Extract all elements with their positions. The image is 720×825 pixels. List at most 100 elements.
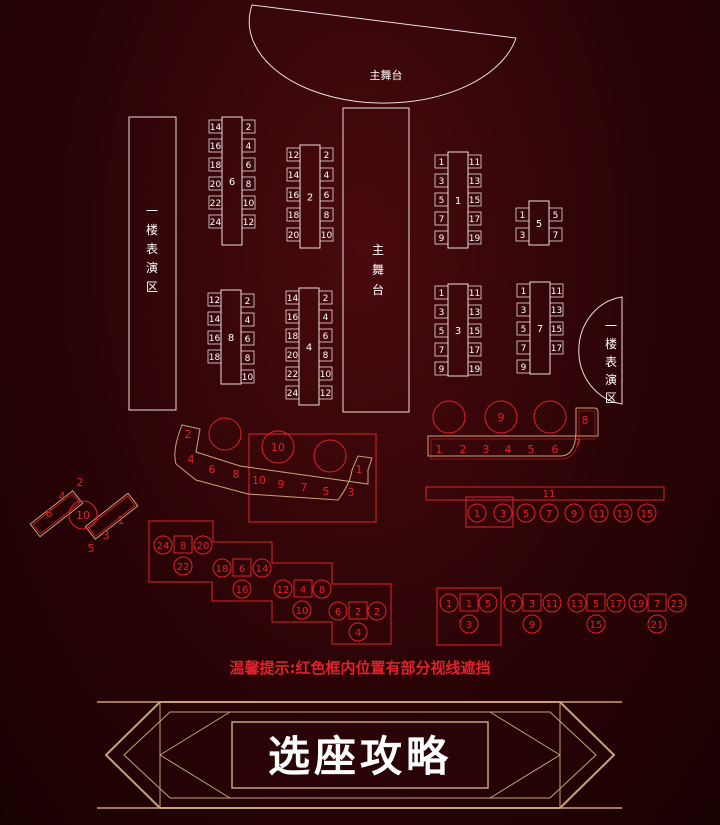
seat[interactable] <box>318 347 333 362</box>
seat[interactable] <box>240 369 255 384</box>
seat[interactable] <box>434 342 449 357</box>
seat[interactable] <box>434 285 449 300</box>
seat[interactable] <box>285 385 300 400</box>
seat[interactable] <box>434 173 449 188</box>
seat[interactable] <box>319 147 334 162</box>
seat[interactable] <box>467 342 482 357</box>
seat[interactable] <box>516 302 531 317</box>
back-seat[interactable] <box>503 593 523 613</box>
seat[interactable] <box>516 359 531 374</box>
seat[interactable] <box>467 173 482 188</box>
seat[interactable] <box>241 195 256 210</box>
seat[interactable] <box>285 347 300 362</box>
seat[interactable] <box>467 285 482 300</box>
seat[interactable] <box>434 192 449 207</box>
stair-seat[interactable] <box>153 535 173 555</box>
stair-seat[interactable] <box>348 622 368 642</box>
stair-table[interactable] <box>173 535 193 554</box>
seat[interactable] <box>548 207 563 222</box>
seat[interactable] <box>548 227 563 242</box>
stair-seat[interactable] <box>328 601 348 621</box>
back-seat[interactable] <box>606 593 626 613</box>
seat[interactable] <box>286 227 301 242</box>
back-seat[interactable] <box>439 593 459 613</box>
seat[interactable] <box>549 283 564 298</box>
seat[interactable] <box>286 147 301 162</box>
seat[interactable] <box>208 119 223 134</box>
stair-seat[interactable] <box>193 535 213 555</box>
seat[interactable] <box>516 321 531 336</box>
back-seat[interactable] <box>647 614 667 634</box>
seat[interactable] <box>434 361 449 376</box>
stair-seat[interactable] <box>273 579 293 599</box>
bar-seat[interactable] <box>637 503 657 523</box>
stair-seat[interactable] <box>212 558 232 578</box>
seat[interactable] <box>318 366 333 381</box>
back-seat[interactable] <box>478 593 498 613</box>
seat[interactable] <box>467 192 482 207</box>
back-table[interactable] <box>522 593 542 612</box>
seat[interactable] <box>434 211 449 226</box>
bar-seat[interactable] <box>613 503 633 523</box>
seat[interactable] <box>285 290 300 305</box>
seat[interactable] <box>208 195 223 210</box>
seat[interactable] <box>285 366 300 381</box>
seat[interactable] <box>434 154 449 169</box>
seat[interactable] <box>549 321 564 336</box>
stair-seat[interactable] <box>252 558 272 578</box>
seat[interactable] <box>240 350 255 365</box>
seat[interactable] <box>318 290 333 305</box>
back-table[interactable] <box>586 593 606 612</box>
stair-seat[interactable] <box>292 600 312 620</box>
back-seat[interactable] <box>667 593 687 613</box>
seat[interactable] <box>434 304 449 319</box>
back-seat[interactable] <box>522 614 542 634</box>
seat[interactable] <box>207 311 222 326</box>
seat[interactable] <box>434 230 449 245</box>
seat[interactable] <box>285 309 300 324</box>
seat[interactable] <box>515 207 530 222</box>
seat[interactable] <box>208 138 223 153</box>
seat[interactable] <box>207 292 222 307</box>
bar-seat[interactable] <box>493 503 513 523</box>
seat[interactable] <box>467 154 482 169</box>
stair-table[interactable] <box>232 558 252 577</box>
seat[interactable] <box>240 312 255 327</box>
bar-seat[interactable] <box>564 503 584 523</box>
seat[interactable] <box>516 283 531 298</box>
bar-seat[interactable] <box>539 503 559 523</box>
seat[interactable] <box>208 157 223 172</box>
stair-seat[interactable] <box>173 556 193 576</box>
seat[interactable] <box>549 302 564 317</box>
back-table[interactable] <box>459 593 479 612</box>
seat[interactable] <box>434 323 449 338</box>
seat[interactable] <box>240 331 255 346</box>
bar-seat[interactable] <box>589 503 609 523</box>
seat[interactable] <box>207 330 222 345</box>
seat[interactable] <box>318 309 333 324</box>
seat[interactable] <box>549 340 564 355</box>
seat[interactable] <box>286 187 301 202</box>
back-seat[interactable] <box>542 593 562 613</box>
seat[interactable] <box>208 176 223 191</box>
seat[interactable] <box>241 119 256 134</box>
seat[interactable] <box>286 207 301 222</box>
back-seat[interactable] <box>628 593 648 613</box>
back-table[interactable] <box>647 593 667 612</box>
stair-seat[interactable] <box>232 579 252 599</box>
back-seat[interactable] <box>567 593 587 613</box>
back-seat[interactable] <box>586 614 606 634</box>
seat[interactable] <box>515 227 530 242</box>
seat[interactable] <box>208 214 223 229</box>
seat[interactable] <box>241 214 256 229</box>
back-seat[interactable] <box>459 614 479 634</box>
seat[interactable] <box>319 227 334 242</box>
